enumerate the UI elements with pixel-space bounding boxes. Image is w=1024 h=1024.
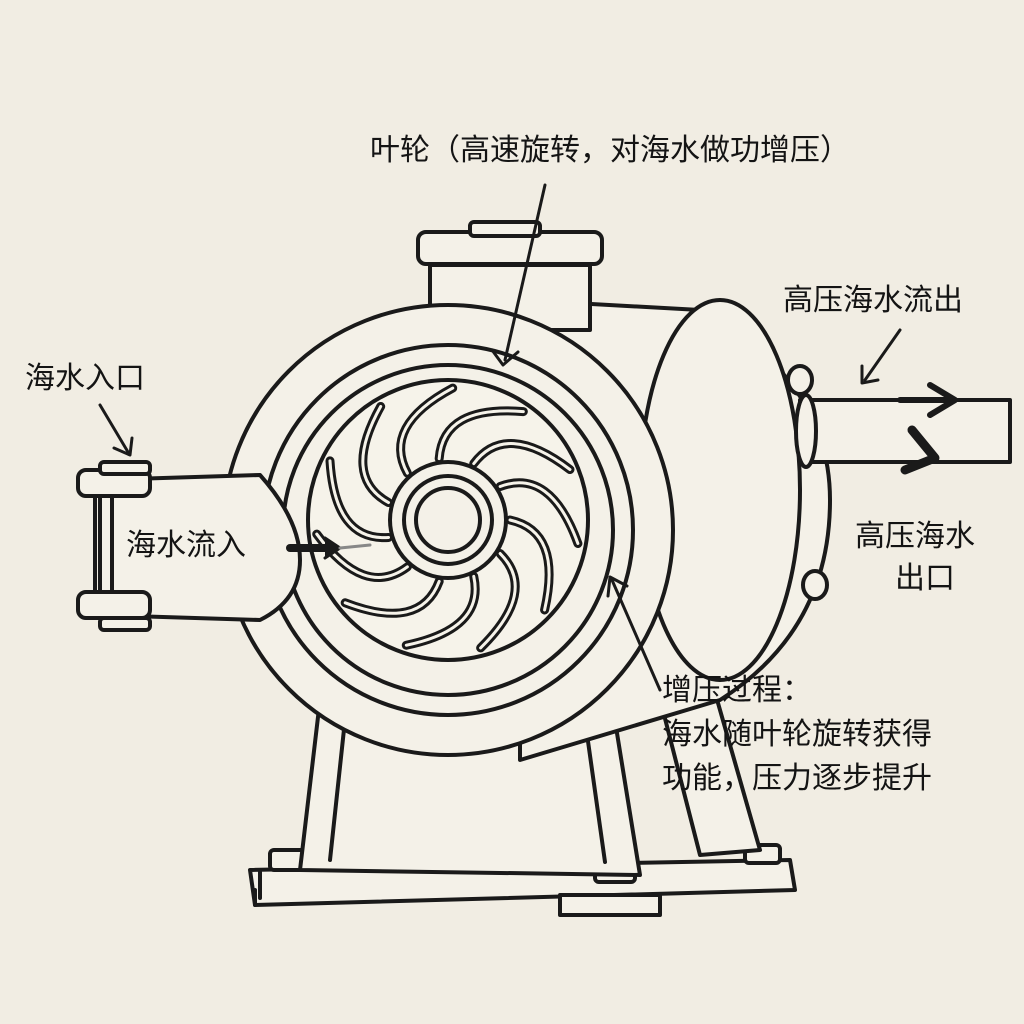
impeller-blade-highlight <box>343 579 441 615</box>
impeller-blade-highlight <box>508 518 551 612</box>
impeller-blade-highlight <box>328 459 391 540</box>
inflow-label: 海水流入 <box>126 528 246 563</box>
impeller-blade-highlight <box>498 481 580 545</box>
inlet-pipe <box>76 460 302 632</box>
impeller-blade-highlight <box>472 442 572 472</box>
impeller-blade-highlight <box>404 574 477 647</box>
impeller-blade-highlight <box>399 386 455 475</box>
inlet-label: 海水入口 <box>25 361 145 396</box>
process-line2: 功能，压力逐步提升 <box>662 761 932 796</box>
outlet-label-line1: 高压海水 <box>855 519 975 554</box>
outflow-label: 高压海水流出 <box>783 283 963 318</box>
outlet-pipe <box>794 393 1012 469</box>
process-title: 增压过程： <box>662 673 812 708</box>
impeller-blade-highlight <box>437 409 525 461</box>
impeller-blade-highlight <box>361 404 391 505</box>
impeller-hub <box>388 460 508 580</box>
annotation-arrows <box>98 183 958 692</box>
impeller-blade-highlight <box>479 552 517 650</box>
outlet-label-line2: 出口 <box>895 561 955 596</box>
process-line1: 海水随叶轮旋转获得 <box>662 717 932 752</box>
impeller-label: 叶轮（高速旋转，对海水做功增压） <box>370 133 850 168</box>
